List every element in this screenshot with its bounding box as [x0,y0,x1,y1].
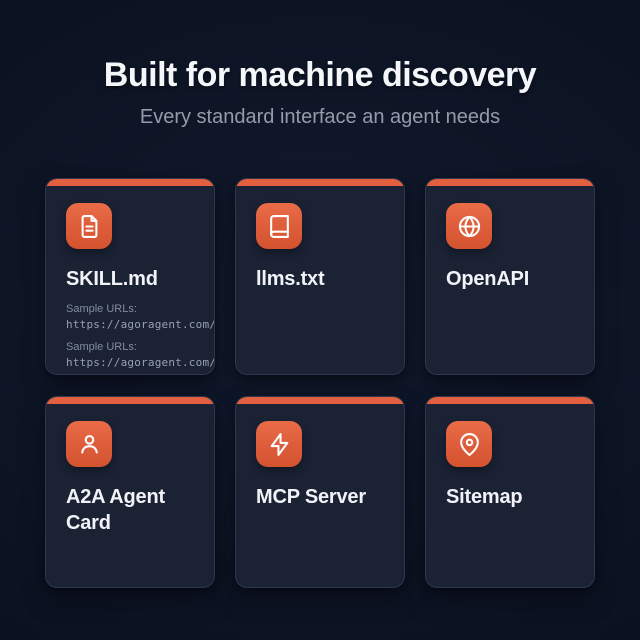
location-pin-icon [446,421,492,467]
card-accent-bar [46,179,214,186]
page-title: Built for machine discovery [103,56,537,94]
sample-url-group: Sample URLs: https://agoragent.com/ [66,340,215,371]
card-accent-bar [236,397,404,404]
book-icon [256,203,302,249]
user-icon [66,421,112,467]
sample-url-label: Sample URLs: [66,303,137,316]
card-title: A2A Agent Card [66,486,165,535]
card-a2a-agent-card: A2A Agent Card [45,396,215,588]
card-title: SKILL.md [66,268,158,290]
card-mcp-server: MCP Server [235,396,405,588]
card-accent-bar [426,179,594,186]
card-title: OpenAPI [446,268,530,290]
sample-url-value: https://agoragent.com/ [66,356,215,370]
card-skill-md: SKILL.md Sample URLs: https://agoragent.… [45,178,215,375]
sample-url-label: Sample URLs: [66,341,137,354]
card-accent-bar [46,397,214,404]
card-llms-txt: llms.txt [235,178,405,375]
sample-url-value: https://agoragent.com/ [66,318,215,332]
feature-card-grid: SKILL.md Sample URLs: https://agoragent.… [45,178,595,588]
lightning-icon [256,421,302,467]
sample-urls-list: Sample URLs: https://agoragent.com/ Samp… [66,302,215,371]
card-title: llms.txt [256,268,325,290]
card-accent-bar [236,179,404,186]
page-subtitle: Every standard interface an agent needs [139,106,501,128]
file-text-icon [66,203,112,249]
card-openapi: OpenAPI [425,178,595,375]
globe-icon [446,203,492,249]
card-title: MCP Server [256,486,366,508]
card-title: Sitemap [446,486,523,508]
card-accent-bar [426,397,594,404]
sample-url-group: Sample URLs: https://agoragent.com/ [66,302,215,333]
card-sitemap: Sitemap [425,396,595,588]
section-header: Built for machine discovery Every standa… [0,0,640,129]
